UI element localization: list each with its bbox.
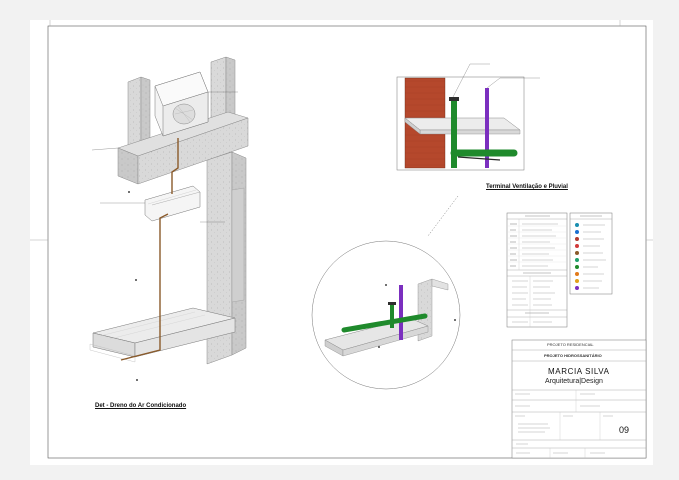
project-name: PROJETO HIDROSSANITÁRIO	[544, 353, 602, 358]
sheet-border	[47, 25, 647, 459]
title-block	[511, 339, 647, 459]
top-detail-view	[396, 63, 540, 171]
project-type: PROJETO RESIDENCIAL	[547, 342, 594, 347]
company-name: Arquitetura|Design	[545, 378, 603, 385]
circle-detail-view	[311, 240, 461, 390]
sheet-number: 09	[619, 425, 630, 435]
designer-name: MARCIA SILVA	[548, 367, 610, 376]
caption-ac-drain: Det - Dreno do Ar Condicionado	[95, 403, 187, 409]
legend-tables	[506, 212, 613, 328]
caption-terminal-ventilation: Terminal Ventilação e Pluvial	[486, 184, 568, 190]
left-isometric-view	[89, 56, 249, 381]
detail-callout-line	[427, 195, 459, 237]
